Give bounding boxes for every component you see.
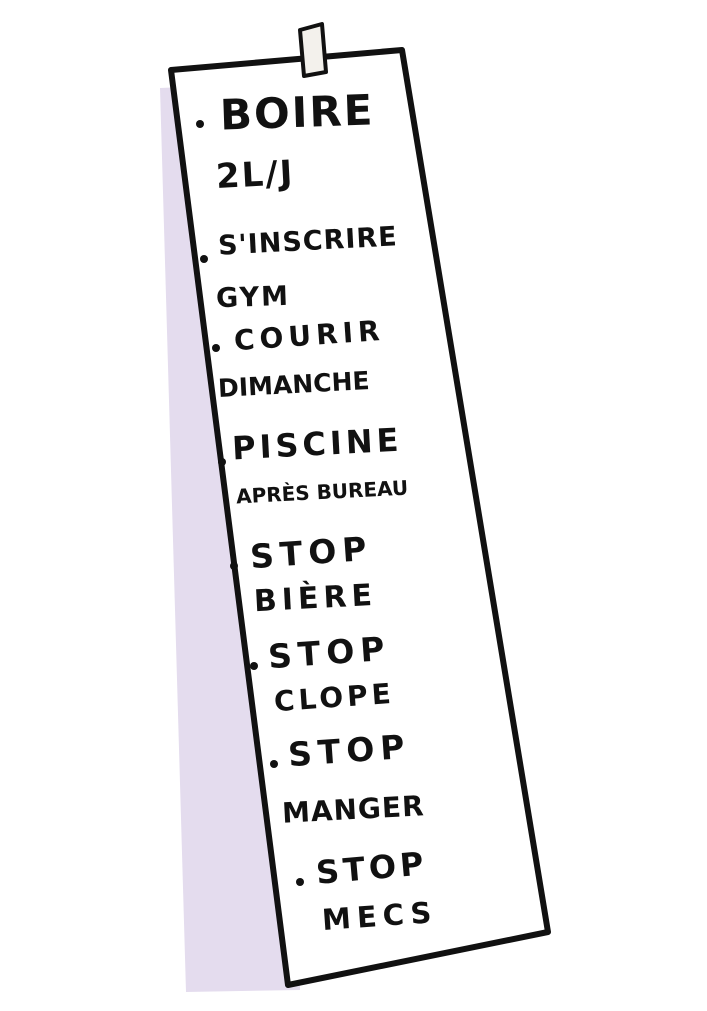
tape-icon bbox=[298, 22, 328, 78]
